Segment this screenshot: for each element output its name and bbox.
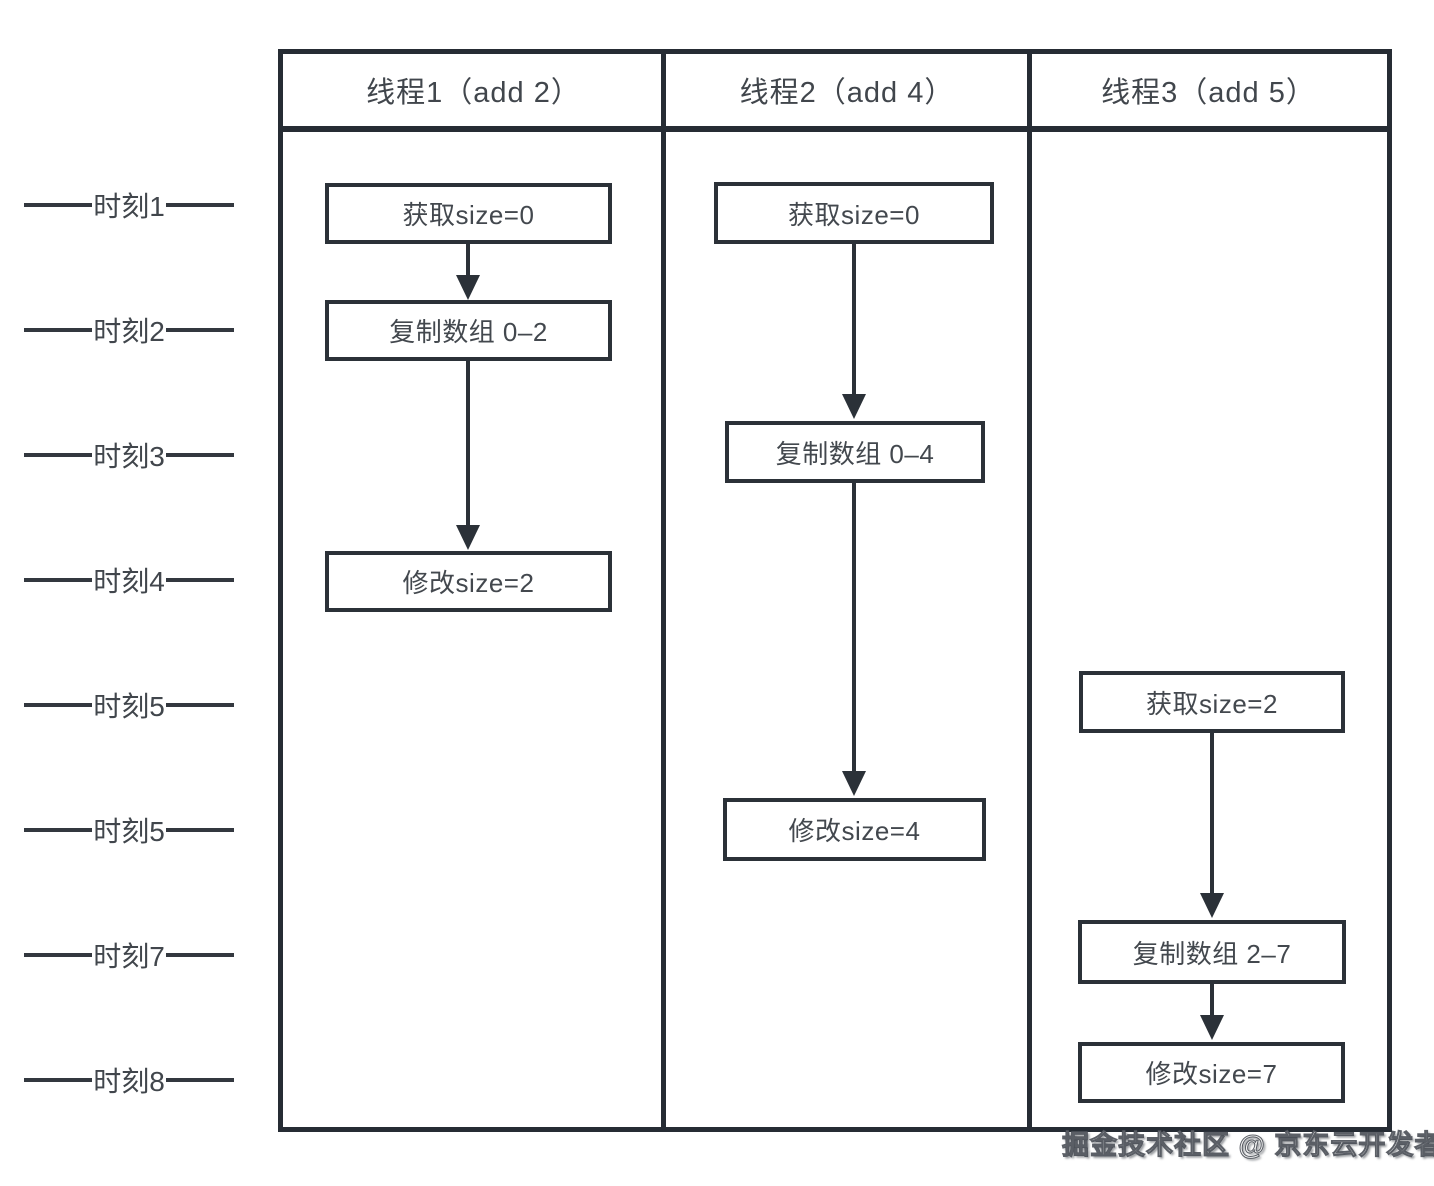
time-line-left bbox=[24, 1078, 93, 1082]
column-divider-2 bbox=[1027, 54, 1032, 1127]
arrow-shaft bbox=[466, 244, 470, 280]
time-marker-7: 时刻7 bbox=[24, 936, 235, 974]
arrow-shaft bbox=[466, 361, 470, 530]
arrow-head bbox=[456, 275, 480, 300]
thread2-step-set-size: 修改size=4 bbox=[723, 798, 986, 861]
header-thread1: 线程1（add 2） bbox=[366, 77, 581, 109]
thread2-step-get-size: 获取size=0 bbox=[714, 182, 994, 244]
time-line-right bbox=[165, 328, 235, 332]
arrow-head bbox=[456, 525, 480, 550]
time-marker-4: 时刻4 bbox=[24, 561, 235, 599]
time-marker-6: 时刻5 bbox=[24, 811, 235, 849]
watermark: 掘金技术社区 @ 京东云开发者 bbox=[1061, 1130, 1434, 1161]
time-line-left bbox=[24, 578, 93, 582]
arrow-head bbox=[1200, 893, 1224, 918]
time-label: 时刻1 bbox=[93, 191, 165, 222]
time-line-right bbox=[165, 1078, 235, 1082]
thread3-step-get-size: 获取size=2 bbox=[1079, 671, 1345, 733]
time-line-right bbox=[165, 703, 235, 707]
time-marker-2: 时刻2 bbox=[24, 311, 235, 349]
arrow-head bbox=[1200, 1015, 1224, 1040]
time-line-left bbox=[24, 453, 93, 457]
time-marker-5: 时刻5 bbox=[24, 686, 235, 724]
thread1-step-set-size: 修改size=2 bbox=[325, 551, 612, 612]
time-label: 时刻3 bbox=[93, 441, 165, 472]
arrow-down-icon bbox=[456, 361, 480, 550]
arrow-down-icon bbox=[1200, 984, 1224, 1040]
time-line-left bbox=[24, 703, 93, 707]
time-marker-1: 时刻1 bbox=[24, 186, 235, 224]
header-thread3: 线程3（add 5） bbox=[1101, 77, 1316, 109]
time-marker-3: 时刻3 bbox=[24, 436, 235, 474]
time-label: 时刻7 bbox=[93, 941, 165, 972]
arrow-shaft bbox=[852, 244, 856, 399]
arrow-down-icon bbox=[456, 244, 480, 300]
time-label: 时刻5 bbox=[93, 691, 165, 722]
time-line-left bbox=[24, 328, 93, 332]
time-line-right bbox=[165, 453, 235, 457]
arrow-shaft bbox=[1210, 733, 1214, 898]
arrow-down-icon bbox=[842, 244, 866, 419]
column-divider-1 bbox=[661, 54, 666, 1127]
time-line-right bbox=[165, 578, 235, 582]
time-label: 时刻2 bbox=[93, 316, 165, 347]
arrow-shaft bbox=[852, 483, 856, 776]
header-thread2: 线程2（add 4） bbox=[739, 77, 955, 109]
time-marker-8: 时刻8 bbox=[24, 1061, 235, 1099]
thread2-step-copy-array: 复制数组 0–4 bbox=[725, 421, 985, 483]
arrow-head bbox=[842, 394, 866, 419]
time-line-left bbox=[24, 953, 93, 957]
arrow-down-icon bbox=[842, 483, 866, 796]
time-label: 时刻8 bbox=[93, 1066, 165, 1097]
thread3-step-copy-array: 复制数组 2–7 bbox=[1078, 920, 1346, 984]
time-label: 时刻4 bbox=[93, 566, 165, 597]
arrow-shaft bbox=[1210, 984, 1214, 1020]
time-line-left bbox=[24, 828, 93, 832]
arrow-head bbox=[842, 771, 866, 796]
time-line-right bbox=[165, 203, 235, 207]
thread1-step-get-size: 获取size=0 bbox=[325, 183, 612, 244]
thread1-step-copy-array: 复制数组 0–2 bbox=[325, 300, 612, 361]
arrow-down-icon bbox=[1200, 733, 1224, 918]
table-header-row bbox=[283, 54, 1387, 132]
time-line-right bbox=[165, 953, 235, 957]
time-label: 时刻5 bbox=[93, 816, 165, 847]
thread3-step-set-size: 修改size=7 bbox=[1078, 1042, 1345, 1103]
time-line-left bbox=[24, 203, 93, 207]
time-line-right bbox=[165, 828, 235, 832]
